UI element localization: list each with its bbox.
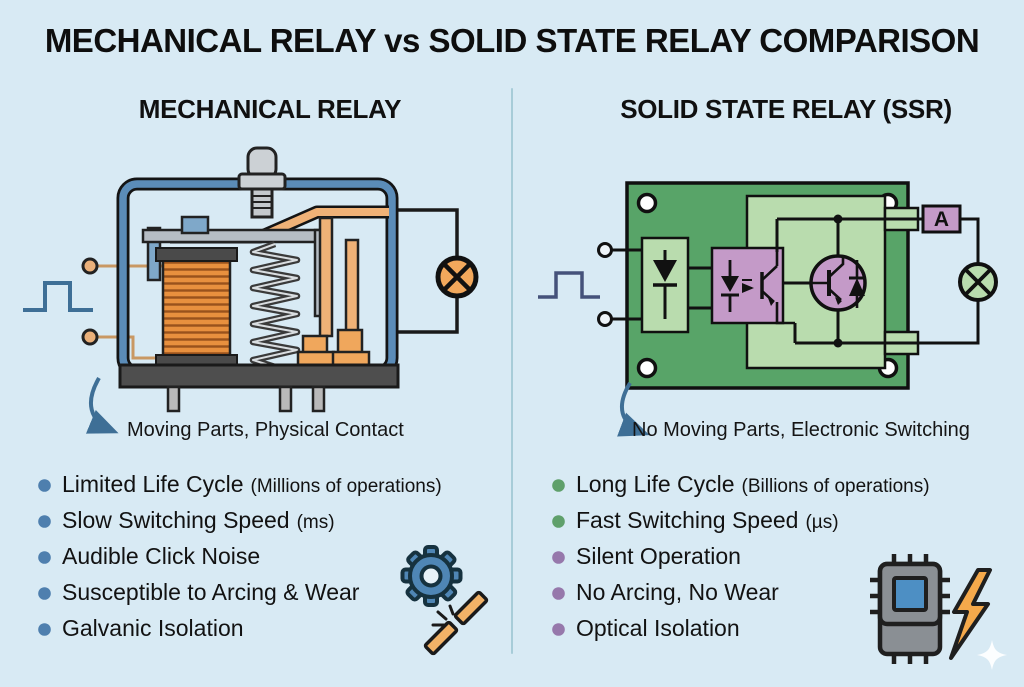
bullet-icon xyxy=(38,586,51,600)
input-terminals xyxy=(597,242,613,327)
load-circuit xyxy=(918,217,980,345)
feature-text: Fast Switching Speed xyxy=(576,507,799,533)
plunger xyxy=(237,146,287,219)
bullet-icon xyxy=(552,514,565,528)
bullet-icon xyxy=(552,622,565,636)
output-wire xyxy=(392,208,459,334)
relay-base xyxy=(118,363,400,413)
input-terminals xyxy=(81,257,99,346)
bullet-icon xyxy=(38,514,51,528)
list-item: Silent Operation xyxy=(552,543,930,571)
feature-text: Optical Isolation xyxy=(576,615,740,641)
caption-arrow xyxy=(617,381,650,437)
ammeter-label: A xyxy=(934,208,949,231)
list-item: Limited Life Cycle (Millions of operatio… xyxy=(38,471,442,499)
list-item: Audible Click Noise xyxy=(38,543,442,571)
output-transistor xyxy=(809,254,867,312)
mechanical-relay-diagram xyxy=(23,146,479,434)
lamp-icon xyxy=(435,255,479,299)
ammeter-box: A xyxy=(921,204,962,234)
bullet-icon xyxy=(552,586,565,600)
bullet-icon xyxy=(552,550,565,564)
output-contacts xyxy=(296,216,371,368)
bullet-icon xyxy=(38,478,51,492)
feature-text: Galvanic Isolation xyxy=(62,615,244,641)
left-caption: Moving Parts, Physical Contact xyxy=(127,419,404,441)
gear-icon xyxy=(400,545,463,607)
feature-text: Limited Life Cycle xyxy=(62,471,244,497)
optocoupler xyxy=(710,246,795,325)
lightning-bolt-icon xyxy=(949,568,992,660)
ssr-feature-list: Long Life Cycle (Billions of operations)… xyxy=(552,471,930,651)
feature-note: (µs) xyxy=(805,512,839,533)
list-item: No Arcing, No Wear xyxy=(552,579,930,607)
feature-text: Slow Switching Speed xyxy=(62,507,290,533)
right-caption: No Moving Parts, Electronic Switching xyxy=(632,419,970,441)
column-divider xyxy=(511,88,513,654)
broken-lever-icon xyxy=(423,590,489,656)
feature-note: (ms) xyxy=(296,512,335,533)
lamp-icon xyxy=(958,262,998,302)
list-item: Galvanic Isolation xyxy=(38,615,442,643)
bullet-icon xyxy=(38,550,51,564)
input-diode xyxy=(640,236,730,334)
mechanical-relay-feature-list: Limited Life Cycle (Millions of operatio… xyxy=(38,471,442,651)
solid-state-relay-diagram: A xyxy=(538,181,998,437)
page-title: MECHANICAL RELAY vs SOLID STATE RELAY CO… xyxy=(44,22,980,59)
feature-text: Susceptible to Arcing & Wear xyxy=(62,579,360,605)
right-column-header: SOLID STATE RELAY (SSR) xyxy=(620,94,952,124)
coil xyxy=(155,247,238,369)
square-wave-icon xyxy=(538,271,600,299)
feature-text: Silent Operation xyxy=(576,543,741,569)
caption-arrow xyxy=(85,376,119,434)
feature-text: No Arcing, No Wear xyxy=(576,579,779,605)
chip-icon xyxy=(870,554,950,664)
bullet-icon xyxy=(552,478,565,492)
feature-text: Audible Click Noise xyxy=(62,543,261,569)
spark-lines xyxy=(431,604,455,627)
feature-note: (Millions of operations) xyxy=(250,476,442,497)
electronics-illustration xyxy=(870,554,1007,670)
list-item: Fast Switching Speed (µs) xyxy=(552,507,930,535)
wear-illustration xyxy=(400,545,489,656)
list-item: Optical Isolation xyxy=(552,615,930,643)
left-column-header: MECHANICAL RELAY xyxy=(138,94,402,124)
feature-text: Long Life Cycle xyxy=(576,471,735,497)
feature-note: (Billions of operations) xyxy=(741,476,930,497)
list-item: Slow Switching Speed (ms) xyxy=(38,507,442,535)
square-wave-icon xyxy=(23,281,93,312)
bullet-icon xyxy=(38,622,51,636)
sparkle-icon xyxy=(977,640,1007,670)
list-item: Susceptible to Arcing & Wear xyxy=(38,579,442,607)
spring xyxy=(249,240,301,371)
list-item: Long Life Cycle (Billions of operations) xyxy=(552,471,930,499)
output-rails xyxy=(775,214,923,348)
